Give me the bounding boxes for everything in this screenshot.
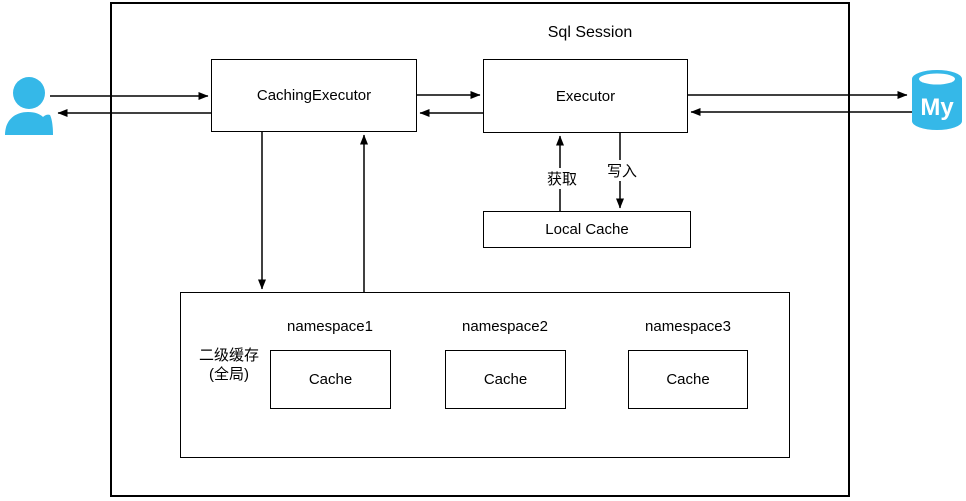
mysql-icon-text: My	[920, 94, 954, 121]
mysql-database-icon: My	[912, 70, 962, 130]
second-level-cache-label-line2: (全局)	[209, 365, 249, 383]
local-cache-box: Local Cache	[483, 211, 691, 248]
namespace2-cache-box: Cache	[445, 350, 566, 409]
executor-label: Executor	[555, 87, 616, 105]
sql-session-title: Sql Session	[547, 24, 633, 41]
namespace2-label: namespace2	[462, 318, 548, 335]
namespace1-cache-box: Cache	[270, 350, 391, 409]
sql-session-container	[110, 2, 850, 497]
get-edge-label: 获取	[538, 168, 586, 189]
executor-box: Executor	[483, 59, 688, 133]
local-cache-label: Local Cache	[545, 221, 629, 238]
second-level-cache-container	[180, 292, 790, 458]
namespace3-cache-label: Cache	[666, 371, 710, 388]
caching-executor-label: CachingExecutor	[256, 87, 372, 104]
namespace3-cache-box: Cache	[628, 350, 748, 409]
namespace3-label: namespace3	[645, 318, 731, 335]
namespace1-label: namespace1	[287, 318, 373, 335]
write-edge-label: 写入	[598, 160, 646, 181]
second-level-cache-label-line1: 二级缓存	[198, 347, 259, 364]
caching-executor-box: CachingExecutor	[211, 59, 417, 132]
namespace2-cache-label: Cache	[483, 371, 528, 388]
second-level-cache-label: 二级缓存 (全局)	[183, 347, 275, 385]
namespace1-cache-label: Cache	[308, 371, 353, 388]
user-icon	[4, 74, 54, 136]
